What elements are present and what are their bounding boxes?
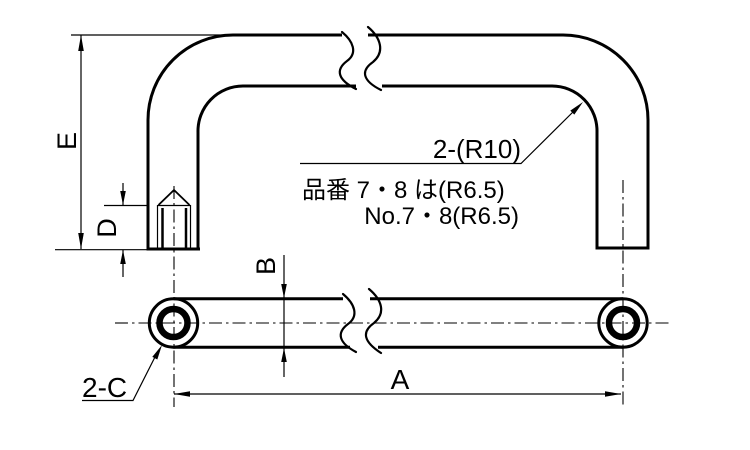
- dimension-e: E: [52, 34, 232, 251]
- break-line-front-left: [338, 30, 358, 91]
- dim-d-arrow-up: [120, 250, 126, 264]
- radius-callout-text: 2-(R10): [433, 134, 521, 164]
- dim-e-arrow-down: [78, 233, 84, 249]
- chamfer-callout: 2-C: [82, 345, 162, 403]
- radius-note-line2: No.7・8(R6.5): [364, 203, 519, 230]
- dim-b-arrow-down: [281, 284, 287, 298]
- dim-e-label: E: [52, 132, 82, 150]
- dim-d-arrow-down: [120, 191, 126, 205]
- radius-leader-arrow: [570, 102, 583, 115]
- dim-e-arrow-up: [78, 35, 84, 51]
- handle-inner-outline-right: [382, 84, 599, 248]
- chamfer-callout-text: 2-C: [82, 372, 127, 403]
- right-end-outer-circle: [597, 297, 649, 349]
- dimension-b: B: [251, 255, 287, 377]
- chamfer-leader-line: [82, 354, 157, 402]
- handle-inner-outline-left: [196, 84, 356, 249]
- dim-b-arrow-up: [281, 348, 287, 362]
- handle-outer-outline-left: [146, 33, 342, 249]
- handle-outer-outline-right: [368, 33, 650, 248]
- dim-a-arrow-right: [605, 391, 621, 397]
- dim-d-label: D: [92, 218, 122, 238]
- bottom-view: B A 2-C: [82, 255, 672, 403]
- dim-b-label: B: [251, 257, 281, 275]
- dimension-a: A: [174, 364, 621, 397]
- radius-note-line1: 品番 7・8 は(R6.5): [302, 177, 505, 204]
- break-line-bottom-left: [339, 292, 358, 354]
- radius-leader-line: [300, 105, 580, 165]
- dimension-d: D: [92, 183, 148, 277]
- bend-radius-callout: 2-(R10) 品番 7・8 は(R6.5) No.7・8(R6.5): [300, 102, 583, 230]
- chamfer-leader-arrow: [152, 345, 162, 360]
- dim-a-label: A: [391, 364, 410, 395]
- dim-a-arrow-left: [174, 391, 190, 397]
- front-view: E D 2-(R10) 品番 7・8 は(R6.5) No.7・8(R6.5): [52, 25, 650, 407]
- break-line-front-right: [363, 25, 383, 92]
